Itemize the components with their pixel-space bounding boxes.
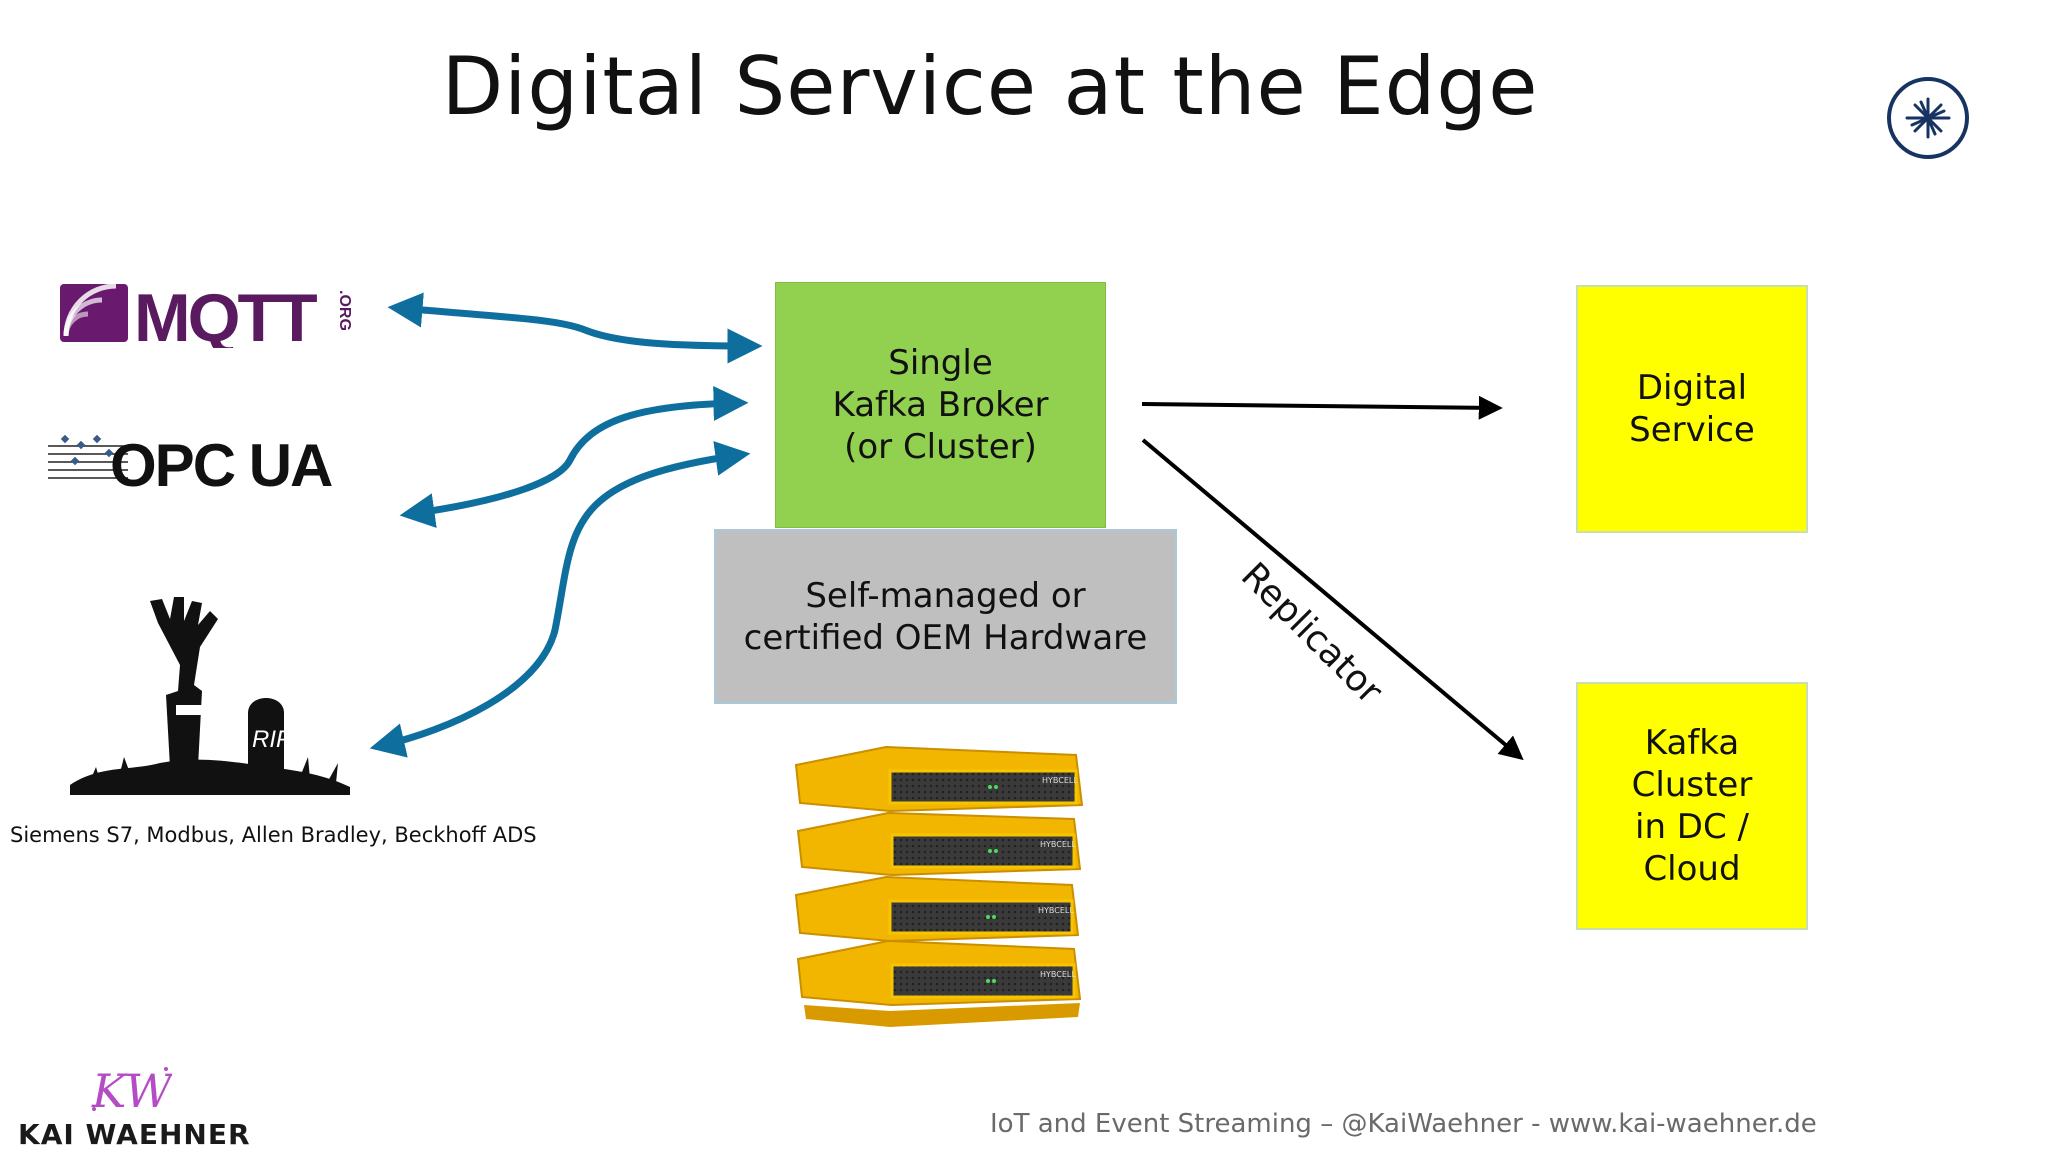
digital-service-line: Digital bbox=[1636, 368, 1748, 408]
hardware-line: Self-managed or bbox=[805, 575, 1086, 616]
broker-line: Single bbox=[888, 343, 993, 383]
kafka-broker-box: Single Kafka Broker (or Cluster) bbox=[775, 282, 1106, 528]
legacy-arrow bbox=[369, 441, 751, 758]
kafka-cluster-line: Cloud bbox=[1643, 849, 1741, 889]
confluent-icon bbox=[1887, 77, 1969, 159]
digital-service-line: Service bbox=[1629, 410, 1755, 450]
protocols-caption: Siemens S7, Modbus, Allen Bradley, Beckh… bbox=[10, 823, 537, 847]
rip-text: RIP bbox=[252, 726, 292, 753]
hardware-box: Self-managed or certified OEM Hardware bbox=[714, 529, 1177, 704]
mqtt-logo-suffix: .ORG bbox=[336, 290, 353, 331]
server-brand: HYBCELL bbox=[1042, 776, 1078, 785]
footer-text: IoT and Event Streaming – @KaiWaehner - … bbox=[990, 1109, 1817, 1139]
opc-arrow bbox=[399, 386, 749, 528]
kafka-cluster-line: in DC / bbox=[1635, 807, 1749, 847]
mqtt-logo-text: MQTT bbox=[134, 280, 317, 348]
server-brand: HYBCELL bbox=[1038, 906, 1074, 915]
replicator-arrow bbox=[1141, 438, 1524, 761]
server-brand: HYBCELL bbox=[1040, 840, 1076, 849]
kw-logo: KW bbox=[91, 1064, 172, 1115]
kafka-cluster-line: Cluster bbox=[1631, 765, 1753, 805]
replicator-label: Replicator bbox=[1233, 555, 1391, 713]
server-stack-icon: HYBCELL HYBCELL HYBCELL HYBCELL bbox=[794, 745, 1084, 1027]
broker-line: (or Cluster) bbox=[844, 427, 1037, 467]
server-unit: HYBCELL bbox=[796, 939, 1082, 1007]
kafka-cluster-box: Kafka Cluster in DC / Cloud bbox=[1576, 682, 1808, 930]
server-brand: HYBCELL bbox=[1040, 970, 1076, 979]
opc-ua-logo: OPC UA bbox=[48, 432, 334, 492]
author-brand: KAI WAEHNER bbox=[18, 1118, 251, 1151]
kafka-cluster-line: Kafka bbox=[1644, 723, 1740, 763]
mqtt-logo: MQTT .ORG bbox=[60, 280, 353, 348]
kw-monogram: KW bbox=[91, 1064, 172, 1115]
zombie-hand-grave-icon: RIP bbox=[70, 597, 350, 795]
server-unit: HYBCELL bbox=[796, 811, 1082, 877]
server-unit: HYBCELL bbox=[794, 745, 1084, 813]
opc-logo-text: OPC UA bbox=[110, 432, 332, 492]
digital-service-arrow bbox=[1141, 395, 1503, 420]
slide-title: Digital Service at the Edge bbox=[441, 40, 1539, 133]
digital-service-box: Digital Service bbox=[1576, 285, 1808, 533]
broker-line: Kafka Broker bbox=[832, 385, 1049, 425]
mqtt-arrow bbox=[387, 292, 763, 364]
server-unit: HYBCELL bbox=[794, 875, 1080, 943]
hardware-line: certified OEM Hardware bbox=[743, 617, 1148, 658]
